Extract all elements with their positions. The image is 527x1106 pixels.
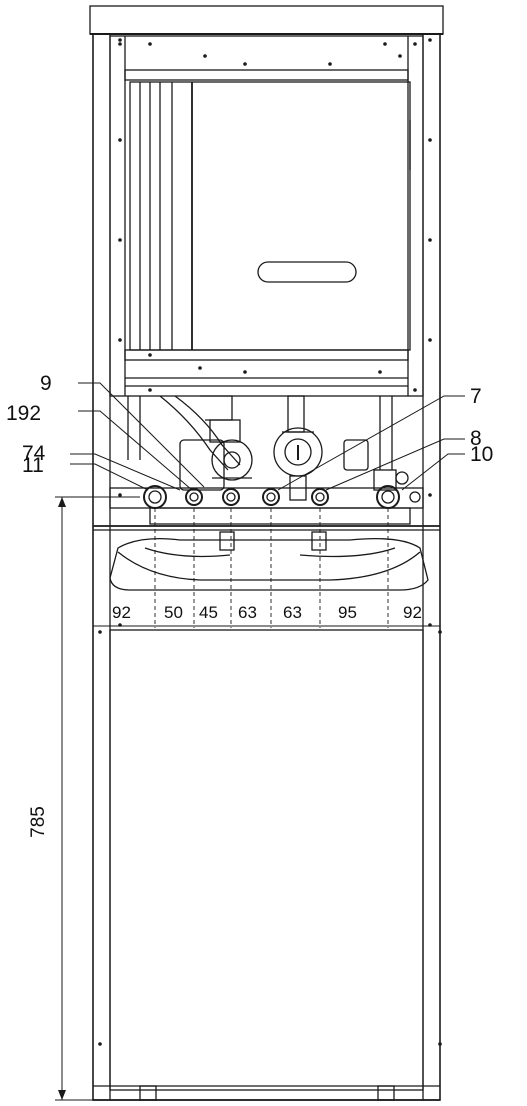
callout-10: 10 [470,443,493,466]
callout-11: 11 [22,454,44,477]
expansion-valve [209,419,241,443]
callout-leaders [70,382,465,491]
dimension-label: 95 [338,603,357,622]
frame-screws [98,38,442,1046]
flow-pipe-left [127,396,141,460]
return-pipe [379,396,393,470]
drip-tray [109,538,429,591]
dimension-label: 63 [283,603,302,622]
connection-fittings [143,485,421,509]
top-cover [89,5,444,35]
dimension-centerlines [154,508,389,628]
dimension-label: 50 [164,603,183,622]
dimension-label: 92 [403,603,422,622]
dimension-label: 63 [238,603,257,622]
callout-192: 192 [6,402,41,425]
vertical-dimension-label: 785 [28,806,49,838]
diverter-valve [211,439,253,481]
upper-frame [109,35,424,397]
inspection-handle [257,261,357,283]
dimension-label: 45 [199,603,218,622]
callout-74: 74 [22,442,46,465]
vertical-dimension-line [55,496,140,1101]
dimension-label: 92 [112,603,131,622]
safety-valve [343,439,369,471]
horizontal-dimension-line [92,618,441,634]
callout-7: 7 [470,385,482,408]
callout-8: 8 [470,427,482,450]
heat-exchanger [129,81,411,351]
lower-cabinet [109,629,424,1091]
callout-9: 9 [40,372,52,395]
